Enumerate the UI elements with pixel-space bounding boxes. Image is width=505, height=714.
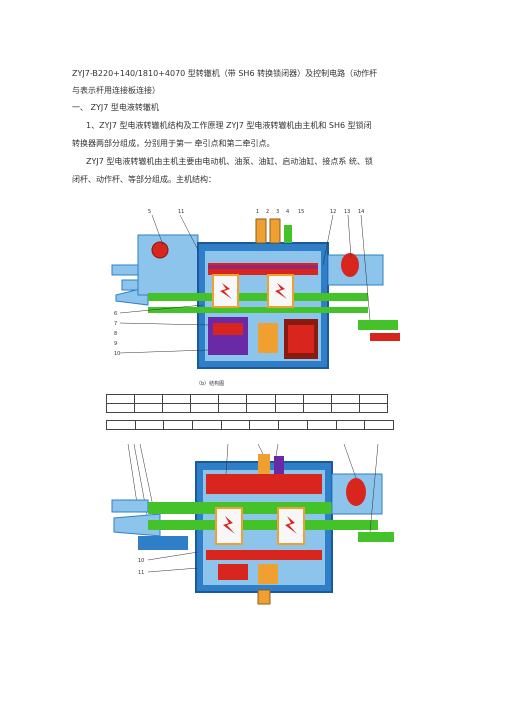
svg-text:13: 13: [344, 209, 350, 215]
paragraph-1-line-1: 1、ZYJ7 型电液转辙机结构及工作原理 ZYJ7 型电液转辙机由主机和 SH6…: [86, 121, 372, 130]
parts-table-2: [106, 420, 394, 430]
svg-text:7: 7: [114, 321, 117, 327]
svg-text:6: 6: [114, 311, 117, 317]
svg-text:5: 5: [148, 209, 151, 215]
figure-2-callout-10: 10: [138, 558, 144, 564]
title-line-1: ZYJ7-B220+140/1810+4070 型转辙机（带 SH6 转换锁闭器…: [72, 69, 378, 78]
svg-text:10: 10: [114, 351, 120, 357]
svg-text:15: 15: [298, 209, 304, 215]
machine-structure-figure-2: 10 11: [111, 443, 394, 605]
parts-table-1: [105, 394, 389, 413]
paragraph-2-line-2: 闭杆、动作杆、等部分组成。主机结构：: [72, 175, 216, 184]
paragraph-1-line-2: 转换器两部分组成，分别用于第一 牵引点和第二牵引点。: [72, 139, 275, 148]
figure-2-callout-11: 11: [138, 570, 144, 576]
svg-text:3: 3: [276, 209, 279, 215]
svg-text:1: 1: [256, 209, 259, 215]
figure-1-caption: （b）结构图: [196, 381, 225, 387]
svg-text:8: 8: [114, 331, 117, 337]
svg-text:2: 2: [266, 209, 269, 215]
paragraph-2-line-1: ZYJ7 型电液转辙机由主机主要由电动机、油泵、油缸、启动油缸、接点系 统、锁: [86, 157, 373, 166]
svg-text:4: 4: [286, 209, 289, 215]
svg-text:11: 11: [178, 209, 184, 215]
svg-text:12: 12: [330, 209, 336, 215]
section-heading: 一、 ZYJ7 型电液转辙机: [72, 103, 159, 112]
machine-structure-figure-1: 5 11 1 2 3 4 15 12 13 14 6 7 8 9 10: [111, 209, 400, 369]
svg-text:14: 14: [358, 209, 364, 215]
svg-text:9: 9: [114, 341, 117, 347]
title-line-2: 与表示杆用连接板连接）: [72, 86, 160, 95]
